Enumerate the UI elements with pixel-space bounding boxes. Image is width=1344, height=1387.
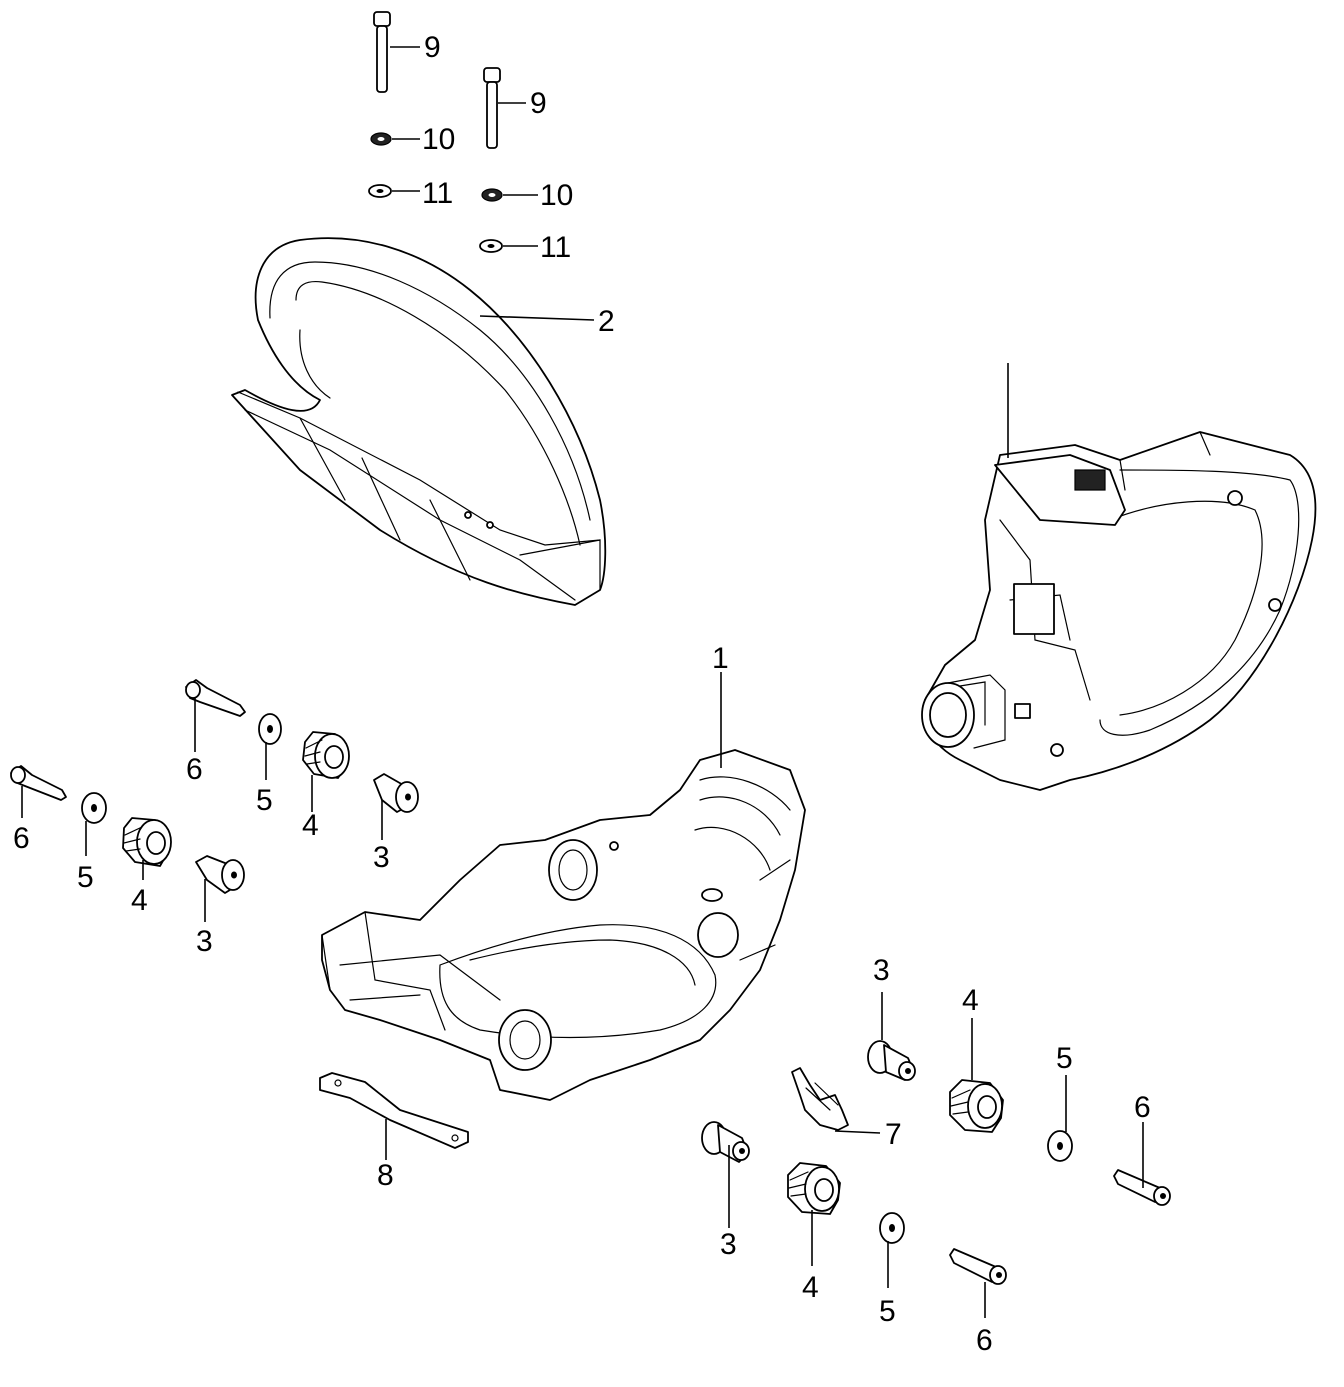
callout-9-left: 9 [424, 31, 441, 64]
callout-4-lower-left: 4 [131, 884, 148, 917]
callout-3-lower-right: 3 [720, 1228, 737, 1261]
callout-1: 1 [712, 642, 729, 675]
nut-part-10-left [370, 132, 392, 146]
callout-3-upper-right: 3 [873, 954, 890, 987]
callout-6-upper-left: 6 [186, 753, 203, 786]
clip-part-7 [791, 1067, 849, 1131]
callout-4-lower-right: 4 [802, 1271, 819, 1304]
plate-part-8 [319, 1072, 469, 1149]
leader-7 [834, 1130, 881, 1134]
callout-8: 8 [377, 1159, 394, 1192]
callout-3-lower-left: 3 [196, 925, 213, 958]
callout-5-lower-left: 5 [77, 861, 94, 894]
leader-2 [479, 315, 595, 321]
callout-5-upper-left: 5 [256, 784, 273, 817]
screw-part-9-right [483, 67, 501, 149]
callout-9-right: 9 [530, 87, 547, 120]
callout-6-upper-right: 6 [1134, 1091, 1151, 1124]
screw-part-9-left [373, 11, 391, 93]
callout-6-lower-left: 6 [13, 822, 30, 855]
bushing-part-4-upper-left [302, 731, 350, 779]
sleeve-part-3-upper-right [867, 1040, 916, 1081]
callout-11-right: 11 [540, 231, 571, 264]
callout-5-upper-right: 5 [1056, 1042, 1073, 1075]
washer-part-5-upper-left [258, 713, 282, 745]
screw-part-6-lower-right [949, 1248, 1007, 1285]
screw-part-6-lower-left [10, 765, 67, 801]
washer-part-5-upper-right [1047, 1130, 1073, 1162]
washer-part-5-lower-left [81, 792, 107, 824]
sleeve-part-3-upper-left [373, 773, 419, 813]
sleeve-part-3-lower-left [195, 855, 245, 894]
screw-part-6-upper-left [185, 679, 246, 717]
washer-part-5-lower-right [879, 1212, 905, 1244]
rear-handle-assembly [921, 431, 1317, 791]
callout-4-upper-right: 4 [962, 984, 979, 1017]
callout-7: 7 [885, 1118, 902, 1151]
callout-3-upper-left: 3 [373, 841, 390, 874]
callout-5-lower-right: 5 [879, 1295, 896, 1328]
callout-11-left: 11 [422, 177, 453, 210]
callout-10-right: 10 [540, 179, 573, 212]
sleeve-part-3-lower-right [701, 1121, 750, 1163]
callout-6-lower-right: 6 [976, 1324, 993, 1357]
nut-part-10-right [481, 188, 503, 202]
callout-4-upper-left: 4 [302, 809, 319, 842]
callout-2: 2 [598, 305, 615, 338]
bushing-part-4-lower-right [787, 1162, 841, 1215]
screw-part-6-upper-right [1113, 1169, 1171, 1206]
main-bracket-part-1 [321, 749, 806, 1101]
washer-part-11-right [479, 239, 503, 253]
washer-part-11-left [368, 184, 392, 198]
bushing-part-4-upper-right [949, 1079, 1004, 1133]
front-handle-part-2 [231, 237, 607, 606]
bushing-part-4-lower-left [122, 817, 172, 867]
callout-10-left: 10 [422, 123, 455, 156]
